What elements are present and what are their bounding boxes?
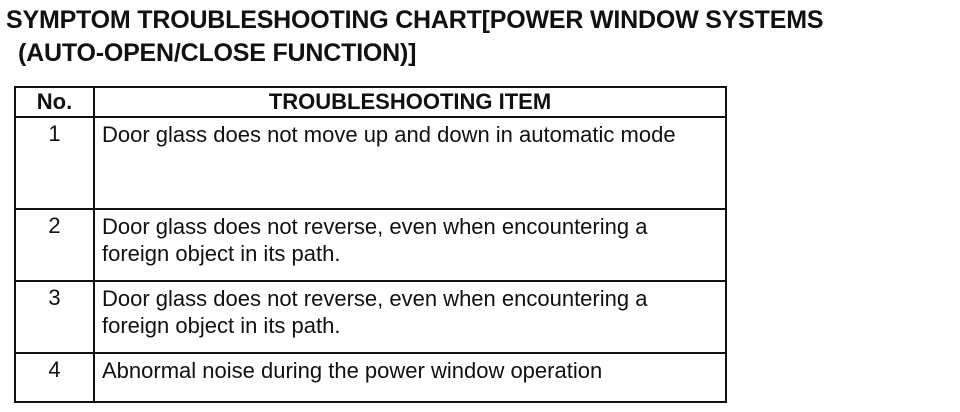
chart-title-line-1: SYMPTOM TROUBLESHOOTING CHART[POWER WIND…: [6, 6, 824, 34]
column-header-no: No.: [14, 86, 95, 118]
troubleshooting-table: No. TROUBLESHOOTING ITEM 1 Door glass do…: [14, 86, 727, 403]
table-row: 2 Door glass does not reverse, even when…: [14, 208, 727, 282]
troubleshooting-item: Door glass does not move up and down in …: [93, 116, 727, 210]
troubleshooting-item: Abnormal noise during the power window o…: [93, 352, 727, 403]
chart-title: SYMPTOM TROUBLESHOOTING CHART[POWER WIND…: [6, 4, 956, 70]
row-number: 4: [14, 352, 95, 403]
troubleshooting-item: Door glass does not reverse, even when e…: [93, 280, 727, 354]
table-row: 3 Door glass does not reverse, even when…: [14, 280, 727, 354]
row-number: 2: [14, 208, 95, 282]
row-number: 1: [14, 116, 95, 210]
chart-title-line-2: (AUTO-OPEN/CLOSE FUNCTION)]: [18, 39, 417, 67]
table-row: 4 Abnormal noise during the power window…: [14, 352, 727, 403]
table-header-row: No. TROUBLESHOOTING ITEM: [14, 86, 727, 118]
troubleshooting-item: Door glass does not reverse, even when e…: [93, 208, 727, 282]
table-row: 1 Door glass does not move up and down i…: [14, 116, 727, 210]
column-header-item: TROUBLESHOOTING ITEM: [93, 86, 727, 118]
row-number: 3: [14, 280, 95, 354]
